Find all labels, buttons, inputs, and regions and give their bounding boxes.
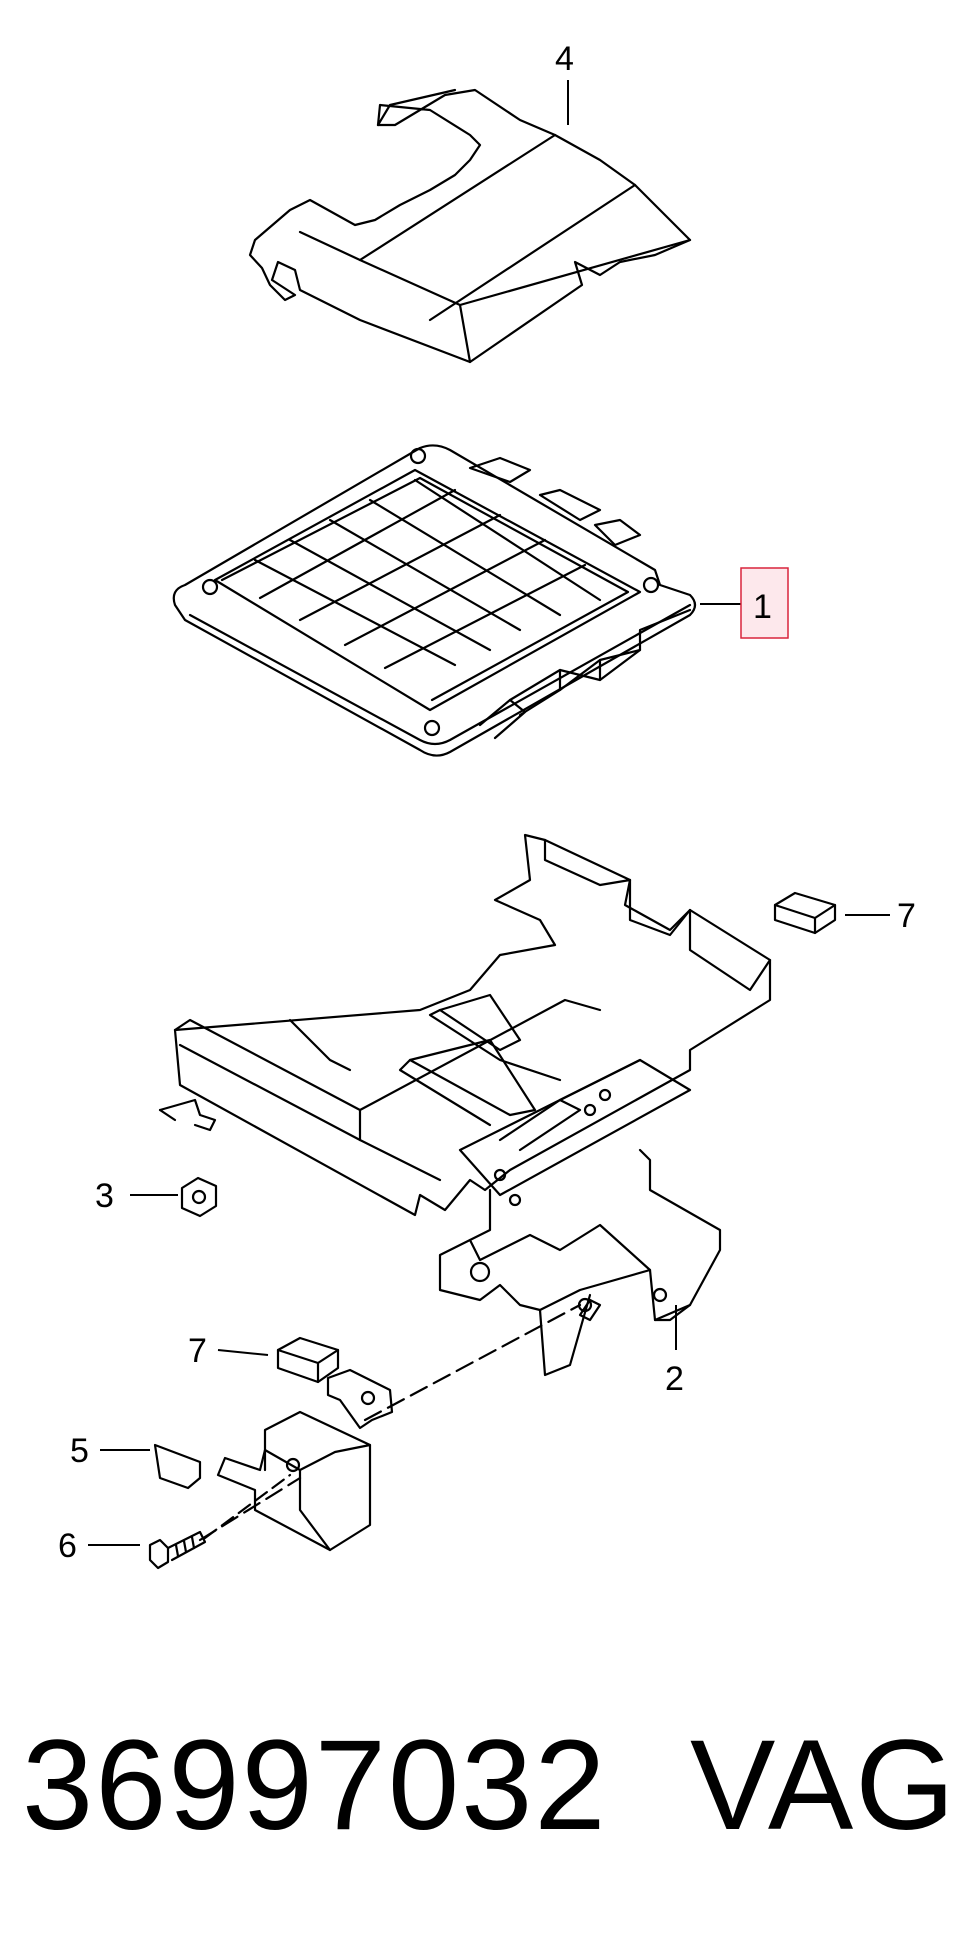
- callout-5: 5: [70, 1432, 89, 1470]
- callout-3: 3: [95, 1177, 114, 1215]
- part-5-holder: [153, 1368, 394, 1552]
- part-7-pad-lower: [276, 1336, 340, 1384]
- leader-7-lower: [217, 1349, 269, 1356]
- part-2-bracket: [158, 833, 772, 1377]
- callout-1-highlight: [740, 567, 789, 639]
- part-3-nut: [180, 1176, 218, 1218]
- part-4-cover: [248, 88, 692, 364]
- part-7-pad-upper: [773, 891, 837, 935]
- callout-7-lower: 7: [188, 1332, 207, 1370]
- part-1-control-unit: [172, 444, 697, 757]
- part-number: 36997032: [22, 1714, 608, 1857]
- callout-7-upper: 7: [897, 897, 916, 935]
- assembly-line-bolt: [203, 1473, 292, 1540]
- assembly-line-dashed: [198, 1303, 582, 1542]
- callout-4: 4: [555, 40, 574, 78]
- callout-6: 6: [58, 1527, 77, 1565]
- callout-2: 2: [665, 1360, 684, 1398]
- part-6-bolt: [148, 1530, 207, 1570]
- callout-1: 1: [753, 588, 772, 626]
- brand-label: VAG: [690, 1714, 957, 1857]
